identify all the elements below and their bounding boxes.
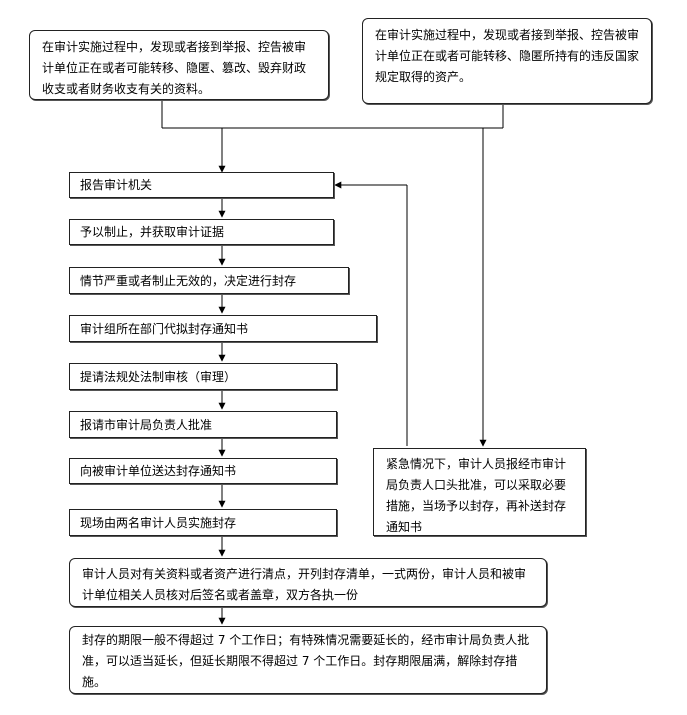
step-approval-box: 报请市审计局负责人批准: [69, 411, 337, 438]
trigger-assets-box: 在审计实施过程中，发现或者接到举报、控告被审计单位正在或者可能转移、隐匿所持有的…: [362, 18, 652, 104]
step-execute-seal-box: 现场由两名审计人员实施封存: [69, 509, 337, 536]
inventory-box: 审计人员对有关资料或者资产进行清点，开列封存清单，一式两份，审计人员和被审计单位…: [69, 558, 547, 607]
step-deliver-notice-box: 向被审计单位送达封存通知书: [69, 458, 337, 484]
step-decide-seal-box: 情节严重或者制止无效的，决定进行封存: [69, 267, 349, 294]
step-report-box: 报告审计机关: [69, 172, 334, 198]
step-stop-box: 予以制止，并获取审计证据: [69, 219, 334, 245]
emergency-box: 紧急情况下，审计人员报经市审计局负责人口头批准，可以采取必要措施，当场予以封存，…: [373, 448, 586, 536]
period-box: 封存的期限一般不得超过 7 个工作日；有特殊情况需要延长的，经市审计局负责人批准…: [69, 626, 547, 694]
step-legal-review-box: 提请法规处法制审核（审理）: [69, 363, 337, 390]
trigger-records-box: 在审计实施过程中，发现或者接到举报、控告被审计单位正在或者可能转移、隐匿、篡改、…: [29, 30, 329, 100]
step-draft-notice-box: 审计组所在部门代拟封存通知书: [69, 315, 377, 342]
